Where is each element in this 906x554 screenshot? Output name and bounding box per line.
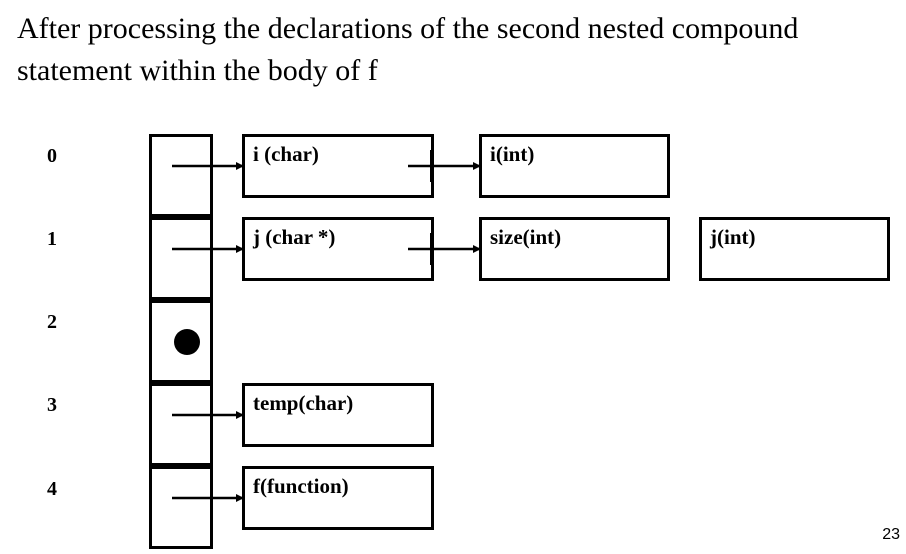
- node-label: i (char): [253, 142, 319, 166]
- node-f-function: f(function): [242, 466, 434, 530]
- hash-cell-2: [149, 300, 213, 383]
- row-index-0: 0: [47, 145, 57, 167]
- node-label: i(int): [490, 142, 535, 166]
- node-label: temp(char): [253, 391, 354, 415]
- node-label: size(int): [490, 225, 562, 249]
- node-label: f(function): [253, 474, 349, 498]
- null-pointer-dot: [174, 329, 200, 355]
- row-index-3: 3: [47, 394, 57, 416]
- hash-cell-4: [149, 466, 213, 549]
- node-j-char-ptr: j (char *): [242, 217, 434, 281]
- row-index-2: 2: [47, 311, 57, 333]
- node-label: j(int): [710, 225, 756, 249]
- hash-cell-1: [149, 217, 213, 300]
- node-i-int: i(int): [479, 134, 670, 198]
- hash-cell-3: [149, 383, 213, 466]
- slide-title: After processing the declarations of the…: [17, 12, 799, 87]
- slide-number: 23: [882, 526, 900, 543]
- hash-cell-0: [149, 134, 213, 217]
- node-label: j (char *): [253, 225, 336, 249]
- node-size-int: size(int): [479, 217, 670, 281]
- node-temp-char: temp(char): [242, 383, 434, 447]
- node-i-char: i (char): [242, 134, 434, 198]
- node-j-int: j(int): [699, 217, 890, 281]
- row-index-4: 4: [47, 478, 57, 500]
- row-index-1: 1: [47, 228, 57, 250]
